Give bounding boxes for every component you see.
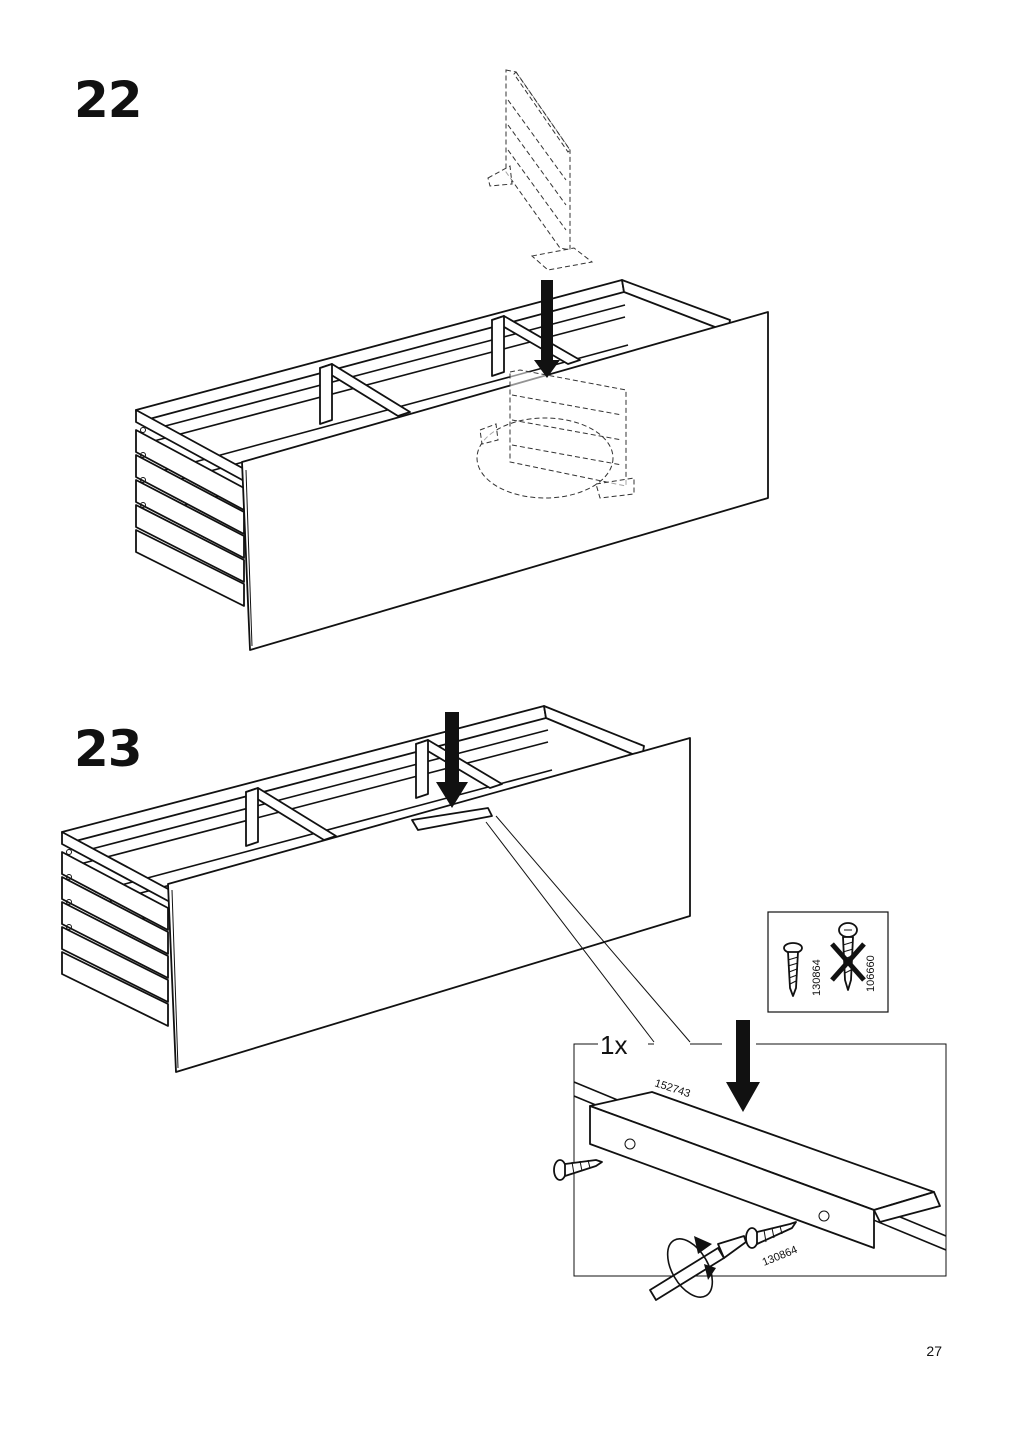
screw-left-icon (553, 1159, 603, 1181)
quantity-label: 1x (600, 1030, 627, 1060)
step-22-number: 22 (74, 71, 143, 129)
screw-part-id: 130864 (761, 1244, 800, 1269)
correct-screw-icon (783, 942, 803, 997)
step-23-drawer-illustration (61, 705, 691, 1073)
wrong-screw-id: 106660 (865, 955, 877, 992)
cross-icon (830, 942, 866, 982)
correct-screw-id: 130864 (811, 959, 823, 996)
screw-legend-box: 130864 106660 (767, 911, 889, 1013)
detail-box: 1x 152743 (553, 1020, 947, 1301)
step-22-drawer-illustration (135, 69, 769, 651)
screw-right-icon (745, 1221, 797, 1249)
handle-part (589, 1091, 941, 1249)
step-23-number: 23 (74, 720, 143, 778)
page-number: 27 (926, 1343, 942, 1359)
screwdriver-icon (649, 1235, 747, 1301)
